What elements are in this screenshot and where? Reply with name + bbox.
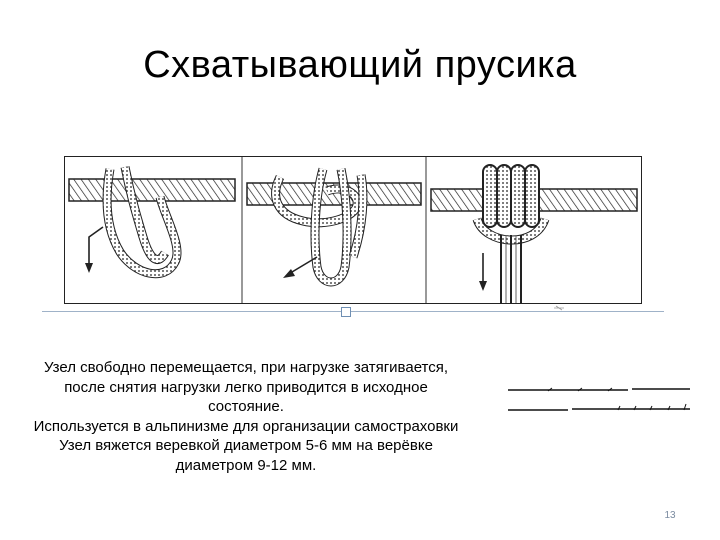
prusik-knot-illustration	[64, 156, 642, 304]
knot-step-1-drawing	[68, 166, 236, 279]
body-line: Узел вяжется веревкой диаметром 5-6 мм н…	[59, 437, 433, 455]
body-line: диаметром 9-12 мм.	[175, 456, 317, 474]
body-line: Узел свободно перемещается, при нагрузке…	[43, 359, 449, 376]
faint-scribble-lines	[508, 387, 690, 411]
small-mark-icon	[554, 305, 564, 311]
body-line: Используется в альпинизме для организаци…	[33, 417, 459, 435]
slide-title: Схватывающий прусика	[143, 44, 577, 86]
resize-handle[interactable]	[341, 307, 351, 317]
body-line: состояние.	[208, 398, 284, 416]
body-line: после снятия нагрузки легко приводится в…	[64, 378, 428, 396]
knot-step-3-drawing	[430, 164, 638, 303]
slide-guide-line	[42, 311, 664, 312]
knot-step-2-drawing	[246, 167, 422, 287]
page-number: 13	[664, 510, 676, 521]
slide-body-text: Узел свободно перемещается, при нагрузке…	[6, 358, 486, 476]
